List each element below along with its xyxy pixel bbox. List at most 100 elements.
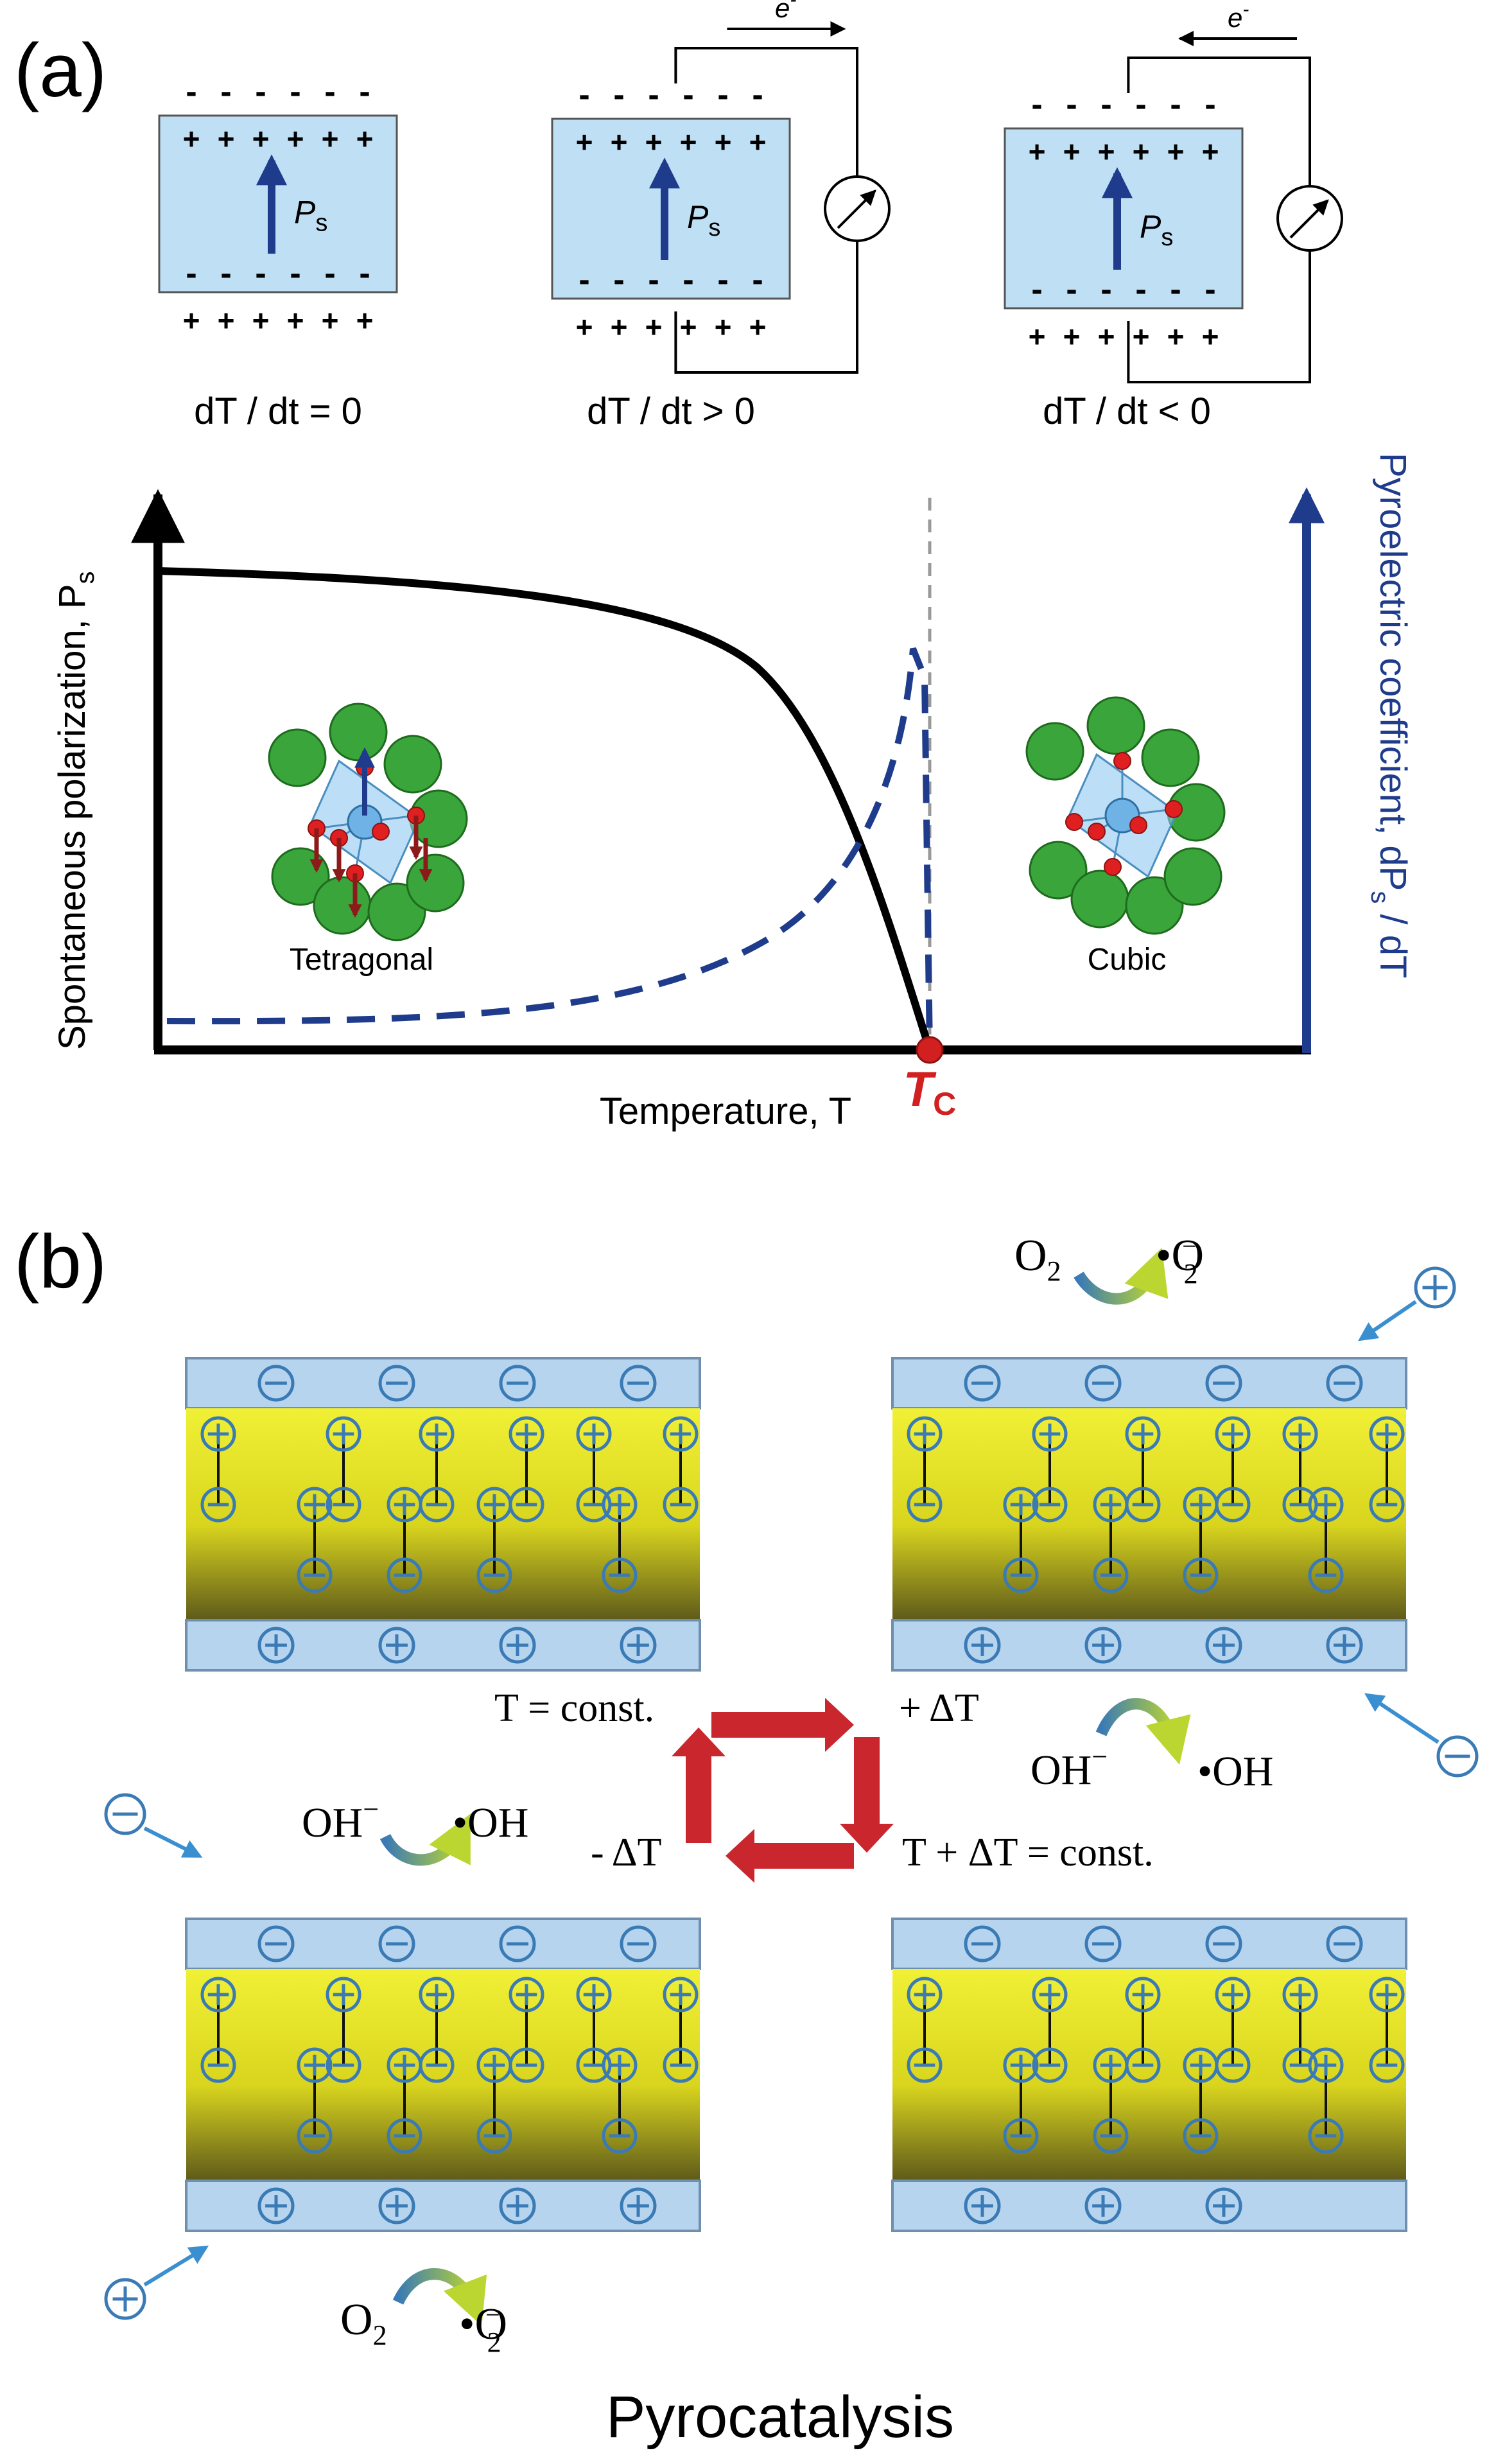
bound-minus: - xyxy=(1135,271,1146,308)
polarization-symbol: Ps xyxy=(1140,209,1173,251)
negative-charge-icon xyxy=(499,1925,536,1962)
positive-charge-icon xyxy=(1205,1627,1242,1664)
positive-charge-icon xyxy=(1084,1627,1122,1664)
a-site-atom xyxy=(329,703,388,762)
surface-minus: - xyxy=(717,76,728,114)
a-site-atom xyxy=(1025,722,1084,781)
o2-top-right: O2 xyxy=(1014,1231,1061,1287)
bound-minus: - xyxy=(578,261,589,299)
surface-minus: - xyxy=(1100,86,1111,123)
surface-plus: + xyxy=(322,304,339,337)
positive-charge-icon xyxy=(1282,1416,1318,1452)
positive-charge-icon xyxy=(964,1627,1001,1664)
negative-charge-icon xyxy=(1084,1925,1122,1962)
condition-label-3: dT / dt < 0 xyxy=(1043,390,1211,432)
cubic-structure xyxy=(1025,696,1226,935)
surface-minus: - xyxy=(290,73,300,110)
surface-plus: + xyxy=(1063,320,1081,353)
free-charge-arrow xyxy=(143,2245,209,2287)
bound-minus: - xyxy=(683,261,693,299)
bound-plus: + xyxy=(1202,135,1219,168)
negative-charge-icon xyxy=(297,2118,333,2154)
negative-charge-icon xyxy=(907,2047,943,2083)
positive-charge-icon xyxy=(907,1416,943,1452)
reaction-arrow-mid-right xyxy=(1095,1698,1191,1765)
surface-minus: - xyxy=(1066,86,1077,123)
surface-plus: + xyxy=(645,310,663,344)
a-site-atom xyxy=(1029,841,1088,900)
ferroelectric-layer xyxy=(892,1408,1406,1620)
positive-charge-icon xyxy=(257,1627,295,1664)
reaction-arrow-mid-left xyxy=(379,1813,471,1866)
bound-minus: - xyxy=(324,255,335,292)
negative-charge-icon xyxy=(620,1925,657,1962)
pyroelectric-cells: -+-+-+-+-+-+-+-+-+-+-+-+Ps-+-+-+-+-+-+-+… xyxy=(158,0,1343,383)
oxygen-atom xyxy=(1129,816,1147,834)
negative-charge-icon xyxy=(378,1925,415,1962)
positive-charge-icon xyxy=(907,1977,943,2013)
surface-plus: + xyxy=(1167,320,1185,353)
bound-plus: + xyxy=(1167,135,1185,168)
electron-label: e- xyxy=(1228,0,1249,33)
polarization-symbol: Ps xyxy=(294,195,327,237)
bound-plus: + xyxy=(218,122,235,155)
negative-charge-icon xyxy=(1308,2118,1344,2154)
stack-4 xyxy=(891,1918,1407,2232)
bound-minus: - xyxy=(752,261,763,299)
negative-charge-icon xyxy=(509,2047,544,2083)
negative-charge-icon xyxy=(1205,1925,1242,1962)
positive-charge-icon xyxy=(1308,2047,1344,2083)
stack-2 xyxy=(891,1357,1407,1672)
surface-plus: + xyxy=(183,304,200,337)
negative-charge-icon xyxy=(1215,1487,1251,1523)
bound-minus: - xyxy=(290,255,300,292)
positive-charge-icon xyxy=(1032,1416,1068,1452)
negative-charge-icon xyxy=(1125,1487,1161,1523)
a-site-atom xyxy=(268,728,327,787)
positive-charge-icon xyxy=(104,2278,146,2320)
superoxide-bottom-left: •O−2 xyxy=(459,2300,507,2358)
negative-charge-icon xyxy=(964,1365,1001,1402)
surface-plus: + xyxy=(715,310,732,344)
positive-charge-icon xyxy=(576,1977,612,2013)
negative-charge-icon xyxy=(419,2047,455,2083)
surface-plus: + xyxy=(680,310,697,344)
condition-label-1: dT / dt = 0 xyxy=(194,390,362,432)
negative-charge-icon xyxy=(1326,1365,1363,1402)
negative-charge-icon xyxy=(1084,1365,1122,1402)
positive-charge-icon xyxy=(378,1627,415,1664)
polarization-curve xyxy=(157,567,934,1051)
circuit-wire-bottom xyxy=(674,241,858,374)
positive-charge-icon xyxy=(297,1487,333,1523)
a-site-atom xyxy=(1070,869,1129,929)
positive-charge-icon xyxy=(326,1977,361,2013)
x-axis-label: Temperature, T xyxy=(600,1090,851,1132)
positive-charge-icon xyxy=(509,1977,544,2013)
surface-plus: + xyxy=(1029,320,1046,353)
positive-charge-icon xyxy=(419,1416,455,1452)
surface-plus: + xyxy=(1133,320,1150,353)
circuit-wire-top xyxy=(1127,57,1311,186)
positive-charge-icon xyxy=(509,1416,544,1452)
surface-plus: + xyxy=(576,310,593,344)
cell-body xyxy=(1004,127,1244,310)
negative-charge-icon xyxy=(1369,1487,1405,1523)
bound-plus: + xyxy=(611,125,628,159)
surface-minus: - xyxy=(578,76,589,114)
negative-charge-icon xyxy=(200,1487,236,1523)
negative-charge-icon xyxy=(1003,1557,1039,1593)
right-y-axis-label: Pyroelectric coefficient, dPs / dT xyxy=(1366,453,1414,978)
positive-charge-icon xyxy=(419,1977,455,2013)
bound-minus: - xyxy=(1170,271,1181,308)
negative-charge-icon xyxy=(620,1365,657,1402)
bound-plus: + xyxy=(680,125,697,159)
negative-charge-icon xyxy=(663,2047,699,2083)
negative-charge-icon xyxy=(387,2118,422,2154)
negative-charge-icon xyxy=(326,1487,361,1523)
panel-a-label: (a) xyxy=(14,28,107,113)
curie-point-marker xyxy=(916,1036,944,1064)
polarization-graph: Tetragonal Cubic Temperature, T TC Spont… xyxy=(51,453,1414,1132)
negative-charge-icon xyxy=(499,1365,536,1402)
cell-body xyxy=(551,118,791,300)
